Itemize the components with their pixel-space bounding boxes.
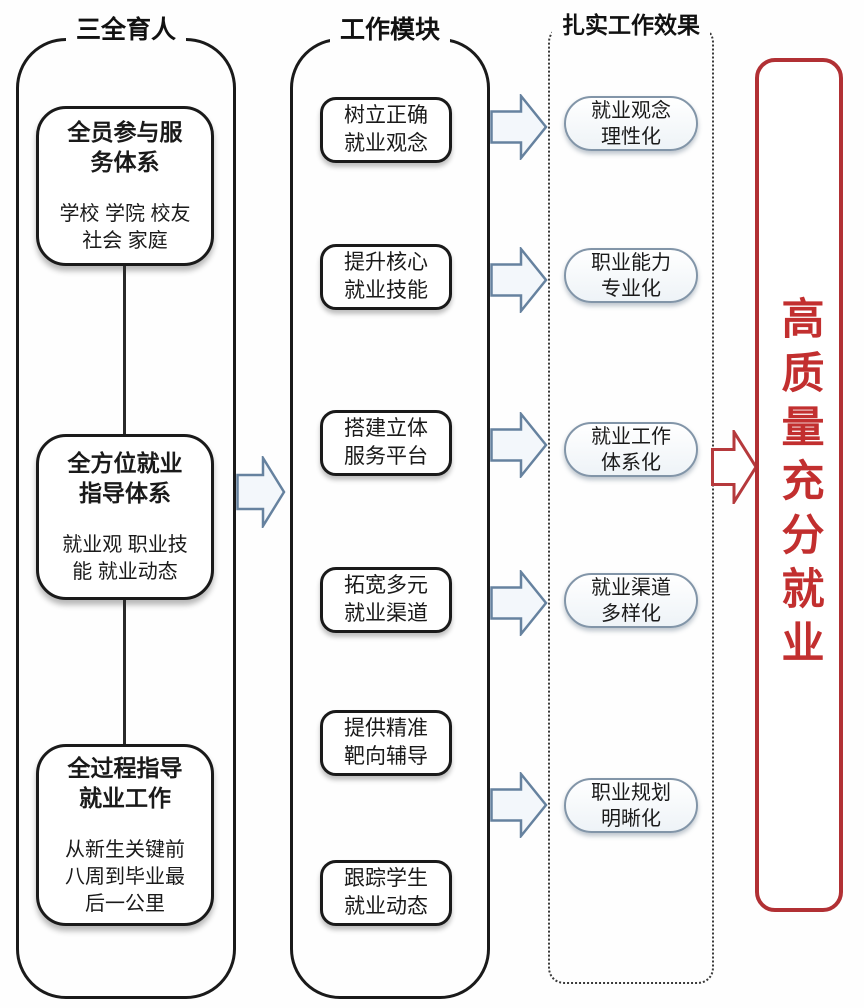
module-box-6: 跟踪学生 就业动态 bbox=[320, 860, 452, 926]
pillars-panel: 三全育人 bbox=[16, 15, 236, 999]
module-box-2: 提升核心 就业技能 bbox=[320, 244, 452, 310]
outcomes-panel: 扎实工作效果 bbox=[548, 10, 714, 984]
module-box-4: 拓宽多元 就业渠道 bbox=[320, 567, 452, 633]
connector-line-1 bbox=[123, 266, 126, 434]
pillar-box-2: 全方位就业 指导体系 就业观 职业技 能 就业动态 bbox=[36, 434, 214, 600]
pillar-box-2-subtitle: 就业观 职业技 能 就业动态 bbox=[62, 534, 188, 583]
arrow-right-icon-2 bbox=[490, 247, 548, 313]
arrow-right-icon-4 bbox=[490, 570, 548, 636]
arrow-right-icon-1 bbox=[490, 94, 548, 160]
outcome-box-4: 就业渠道 多样化 bbox=[564, 573, 698, 628]
module-box-5: 提供精准 靶向辅导 bbox=[320, 710, 452, 776]
arrow-right-red-icon bbox=[711, 430, 758, 504]
outcomes-header: 扎实工作效果 bbox=[552, 10, 710, 40]
module-box-1: 树立正确 就业观念 bbox=[320, 97, 452, 163]
goal-box: 高质量充分就业 bbox=[755, 58, 843, 912]
arrow-right-icon-3 bbox=[490, 412, 548, 478]
connector-line-2 bbox=[123, 600, 126, 744]
pillar-box-3: 全过程指导 就业工作 从新生关键前 八周到毕业最 后一公里 bbox=[36, 744, 214, 926]
arrow-right-icon-5 bbox=[490, 772, 548, 838]
pillar-box-3-subtitle: 从新生关键前 八周到毕业最 后一公里 bbox=[65, 838, 185, 915]
outcome-box-1: 就业观念 理性化 bbox=[564, 96, 698, 151]
pillar-box-1-subtitle: 学校 学院 校友 社会 家庭 bbox=[59, 203, 191, 252]
module-box-3: 搭建立体 服务平台 bbox=[320, 410, 452, 476]
pillars-header: 三全育人 bbox=[65, 15, 187, 45]
modules-panel: 工作模块 bbox=[290, 15, 490, 999]
pillar-box-3-title: 全过程指导 就业工作 bbox=[67, 754, 183, 811]
goal-label: 高质量充分就业 bbox=[775, 296, 823, 674]
pillar-box-2-title: 全方位就业 指导体系 bbox=[67, 450, 183, 506]
outcome-box-2: 职业能力 专业化 bbox=[564, 248, 698, 303]
outcome-box-3: 就业工作 体系化 bbox=[564, 422, 698, 477]
outcome-box-5: 职业规划 明晰化 bbox=[564, 778, 698, 833]
arrow-right-icon bbox=[236, 456, 286, 528]
pillar-box-1-title: 全员参与服 务体系 bbox=[67, 119, 183, 175]
pillar-box-1: 全员参与服 务体系 学校 学院 校友 社会 家庭 bbox=[36, 106, 214, 266]
modules-header: 工作模块 bbox=[329, 15, 451, 45]
